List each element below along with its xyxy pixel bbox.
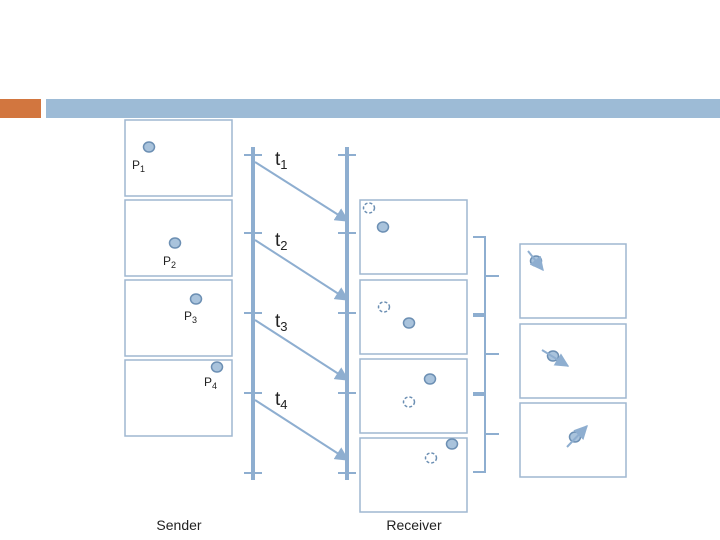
motion-frames [519, 243, 627, 478]
arrow-t1 [254, 161, 350, 222]
receiver-label: Receiver [386, 517, 442, 533]
received-ghost-1 [362, 202, 376, 214]
packet-blob-1 [142, 141, 156, 153]
received-ghost-4 [424, 452, 438, 464]
frame-pair-brackets [473, 236, 499, 473]
receiver-frame-3 [359, 358, 468, 434]
sender-label: Sender [156, 517, 201, 533]
motion-vector-2 [541, 349, 570, 367]
time-label-1: t1 [275, 149, 288, 172]
packet-blob-3 [189, 293, 203, 305]
sender-timeline [244, 147, 262, 480]
packet-label-4: P4 [204, 375, 217, 391]
receiver-frames [359, 199, 468, 513]
motion-vector-3 [566, 424, 588, 448]
motion-vector-1 [527, 250, 544, 272]
bracket-3 [473, 394, 499, 473]
received-blob-3 [423, 373, 437, 385]
sender-frame-1 [124, 119, 233, 197]
receiver-timeline [338, 147, 356, 480]
received-blob-1 [376, 221, 390, 233]
arrow-t2 [254, 239, 350, 301]
received-ghost-2 [377, 301, 391, 313]
sender-frames [124, 119, 233, 437]
sender-frame-3 [124, 279, 233, 357]
motion-frame-1 [519, 243, 627, 319]
receiver-frame-1 [359, 199, 468, 275]
header-bar [46, 99, 720, 118]
packet-label-3: P3 [184, 309, 197, 325]
received-blob-2 [402, 317, 416, 329]
bracket-2 [473, 315, 499, 394]
arrow-t3 [254, 319, 350, 381]
time-label-3: t3 [275, 311, 288, 334]
time-label-4: t4 [275, 389, 288, 412]
packet-label-2: P2 [163, 254, 176, 270]
packet-blob-2 [168, 237, 182, 249]
time-label-2: t2 [275, 230, 288, 253]
sender-frame-2 [124, 199, 233, 277]
motion-frame-3 [519, 402, 627, 478]
motion-frame-2 [519, 323, 627, 399]
bracket-1 [473, 236, 499, 315]
motion-vectors [527, 250, 588, 448]
received-blob-4 [445, 438, 459, 450]
arrow-t4 [254, 399, 350, 461]
received-ghost-3 [402, 396, 416, 408]
receiver-frame-2 [359, 279, 468, 355]
header-accent-bar [0, 99, 41, 118]
receiver-frame-4 [359, 437, 468, 513]
sender-frame-4 [124, 359, 233, 437]
packet-blob-4 [210, 361, 224, 373]
transmission-arrows [254, 161, 350, 461]
packet-label-1: P1 [132, 158, 145, 174]
sender-packets [142, 141, 224, 373]
receiver-blobs [362, 202, 459, 464]
